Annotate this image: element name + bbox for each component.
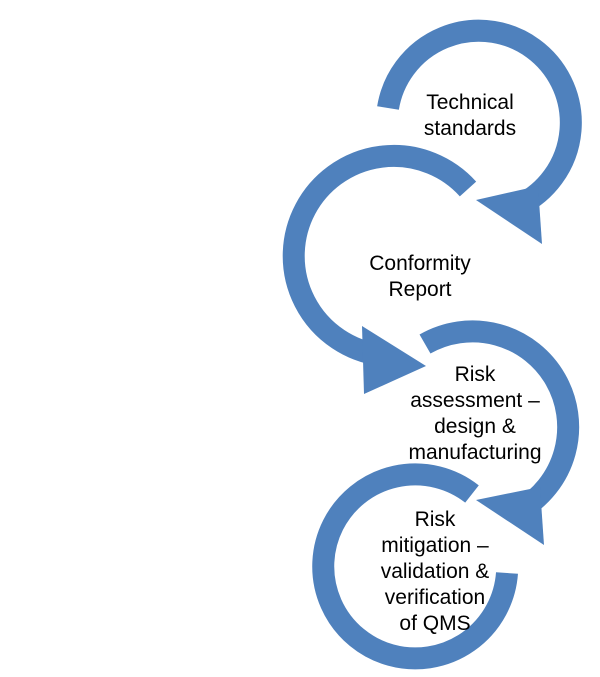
- arrow-step-2: [282, 144, 477, 394]
- step-4-line-5: of QMS: [399, 612, 471, 635]
- step-3-line-1: Risk: [454, 363, 496, 386]
- step-2-line-1: Conformity: [369, 252, 471, 275]
- step-1-line-1: Technical: [426, 91, 514, 114]
- step-label-risk-assessment: Risk assessment – design & manufacturing: [390, 362, 560, 466]
- step-2-line-2: Report: [388, 278, 452, 301]
- step-4-line-4: verification: [384, 586, 486, 609]
- step-3-line-2: assessment –: [410, 389, 540, 412]
- step-4-line-2: mitigation –: [381, 534, 489, 557]
- step-3-line-4: manufacturing: [408, 441, 542, 464]
- step-label-technical-standards: Technical standards: [405, 90, 535, 142]
- step-label-conformity-report: Conformity Report: [355, 251, 485, 303]
- arrow-step-4: [312, 463, 518, 670]
- step-3-line-3: design &: [434, 415, 516, 438]
- step-4-line-1: Risk: [414, 508, 456, 531]
- step-label-risk-mitigation: Risk mitigation – validation & verificat…: [355, 507, 515, 637]
- arrow-step-1: [377, 19, 582, 244]
- arrow-step-3: [419, 320, 580, 545]
- step-4-line-3: validation &: [380, 560, 490, 583]
- step-1-line-2: standards: [423, 117, 517, 140]
